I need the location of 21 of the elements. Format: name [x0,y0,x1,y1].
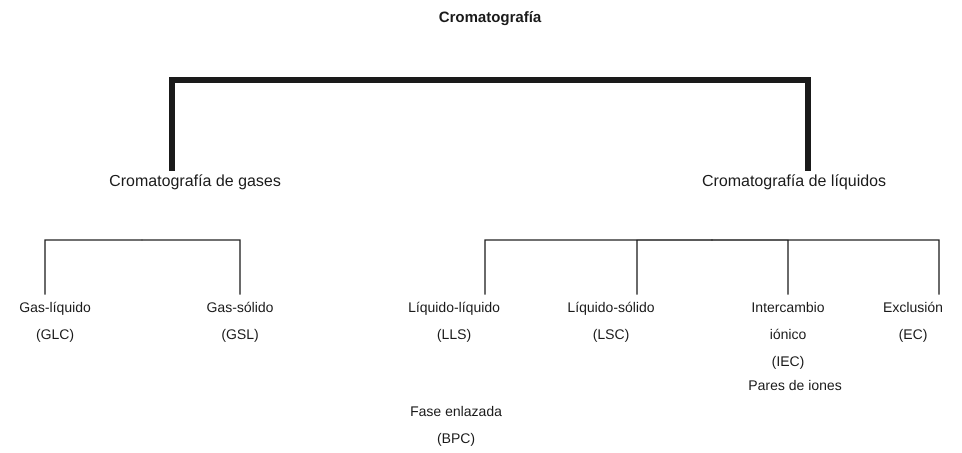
technique-label: (GSL) [220,325,260,344]
tree-connector [636,239,713,295]
technique-label: (GLC) [34,325,76,344]
technique-label: Líquido-líquido [407,298,501,317]
technique-label: (IEC) [770,352,806,371]
technique-label: Líquido-sólido [566,298,656,317]
category-label: Cromatografía de líquidos [700,172,888,192]
category-label: Cromatografía de gases [108,172,282,192]
technique-note: Fase enlazada (BPC) [409,402,503,448]
technique-label: (LLS) [436,325,472,344]
tree-connector [711,239,940,295]
root-heading: Cromatografía [438,8,542,28]
technique-label: Exclusión [882,298,944,317]
technique-label: Gas-sólido [206,298,274,317]
technique-label: Gas-líquido [18,298,92,317]
technique-label: (EC) [898,325,928,344]
tree-connector [44,239,143,295]
technique-label: (LSC) [592,325,630,344]
technique-note: Pares de iones [747,376,843,395]
technique-label: Intercambio iónico [750,298,826,344]
tree-connector [141,239,241,295]
